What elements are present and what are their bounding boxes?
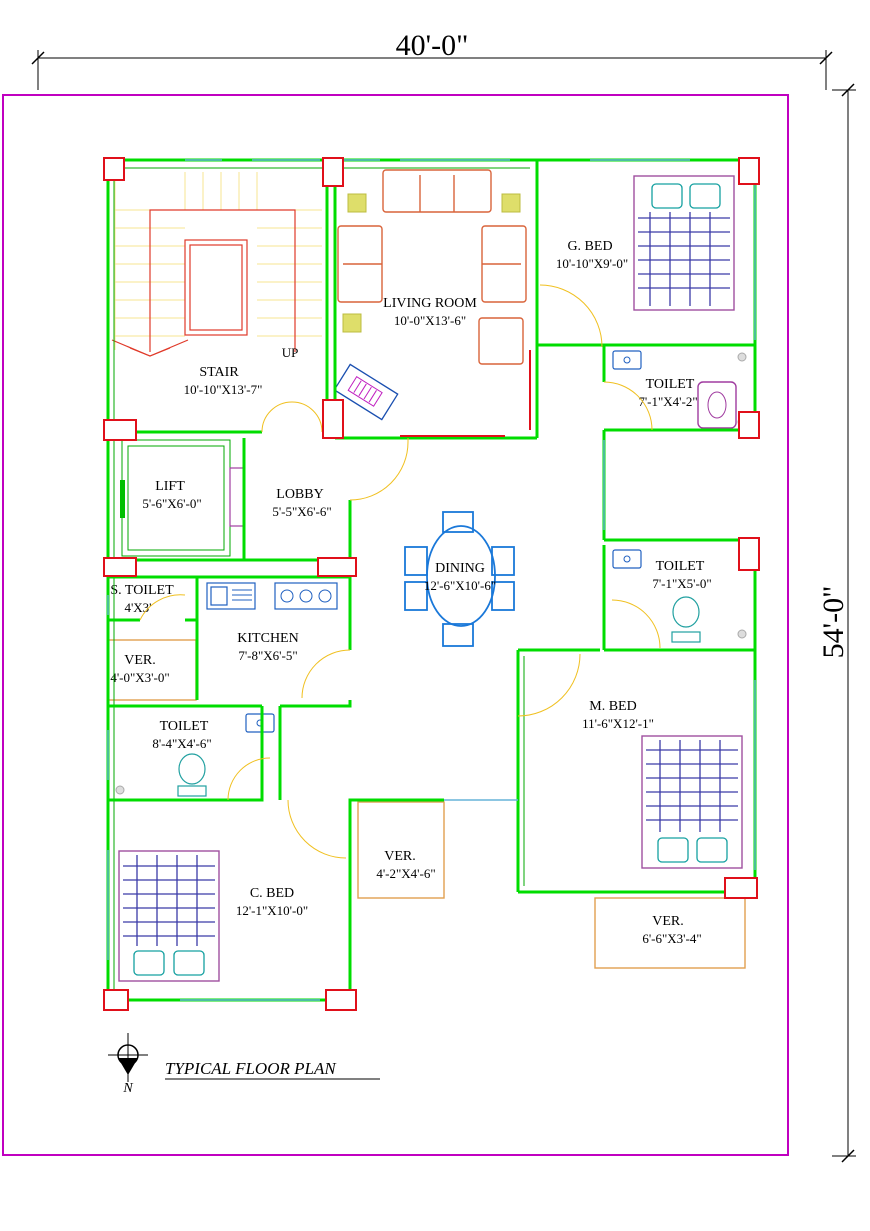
- toilet-child-dim: 8'-4"X4'-6": [152, 736, 211, 751]
- lift-label: LIFT: [155, 479, 185, 494]
- north-label: N: [122, 1081, 133, 1096]
- master-bedroom-dim: 11'-6"X12'-1": [582, 716, 654, 731]
- kitchen-label: KITCHEN: [237, 631, 298, 646]
- toilet-master: TOILET 7'-1"X5'-0": [612, 549, 747, 643]
- toilet-child-label: TOILET: [160, 719, 209, 734]
- guest-bedroom-dim: 10'-10"X9'-0": [556, 256, 628, 271]
- living-room-label: LIVING ROOM: [383, 296, 477, 311]
- living-room-furniture: LIVING ROOM 10'-0"X13'-6": [333, 169, 527, 421]
- dining-area: DINING 12'-6"X10'-6": [404, 511, 515, 647]
- toilet-guest: TOILET 7'-1"X4'-2": [612, 350, 747, 429]
- toilet-master-dim: 7'-1"X5'-0": [652, 576, 711, 591]
- verandah-kitchen: VER. 4'-0"X3'-0": [107, 639, 197, 701]
- toilet-guest-dim: 7'-1"X4'-2": [638, 394, 697, 409]
- verandah-kitchen-label: VER.: [124, 653, 156, 668]
- master-bedroom-label: M. BED: [589, 699, 636, 714]
- verandah-master-dim: 6'-6"X3'-4": [642, 931, 701, 946]
- guest-bedroom: G. BED 10'-10"X9'-0": [556, 175, 735, 311]
- living-room-dim: 10'-0"X13'-6": [394, 313, 466, 328]
- toilet-master-label: TOILET: [656, 559, 705, 574]
- north-arrow: N: [108, 1033, 148, 1096]
- child-bedroom-label: C. BED: [250, 886, 294, 901]
- depth-dimension: 54'-0": [817, 83, 856, 1163]
- lobby-dim: 5'-5"X6'-6": [272, 504, 331, 519]
- plan-title-text: TYPICAL FLOOR PLAN: [165, 1059, 337, 1078]
- plan-title: TYPICAL FLOOR PLAN: [165, 1059, 380, 1080]
- depth-dimension-label: 54'-0": [817, 586, 850, 659]
- width-dimension: 40'-0": [31, 29, 833, 90]
- lobby-label: LOBBY: [276, 487, 323, 502]
- dining-label: DINING: [435, 561, 485, 576]
- verandah-child-label: VER.: [384, 849, 416, 864]
- master-bedroom: M. BED 11'-6"X12'-1": [582, 699, 743, 869]
- kitchen-dim: 7'-8"X6'-5": [238, 648, 297, 663]
- sheet-border: [2, 94, 789, 1156]
- kitchen: KITCHEN 7'-8"X6'-5": [206, 582, 338, 663]
- width-dimension-label: 40'-0": [396, 29, 469, 62]
- verandah-master-label: VER.: [652, 914, 684, 929]
- lift-shaft: LIFT 5'-6"X6'-0": [120, 439, 245, 557]
- servant-toilet-label: S. TOILET: [110, 583, 174, 598]
- verandah-child-dim: 4'-2"X4'-6": [376, 866, 435, 881]
- verandah-child: VER. 4'-2"X4'-6": [357, 801, 445, 899]
- door-swings: [139, 284, 661, 859]
- guest-bedroom-label: G. BED: [567, 239, 612, 254]
- dining-dim: 12'-6"X10'-6": [424, 578, 496, 593]
- child-bedroom: C. BED 12'-1"X10'-0": [118, 850, 308, 982]
- lobby: LOBBY 5'-5"X6'-6": [272, 487, 331, 519]
- child-bedroom-dim: 12'-1"X10'-0": [236, 903, 308, 918]
- toilet-child: TOILET 8'-4"X4'-6": [115, 713, 275, 797]
- stair-up-label: UP: [282, 345, 299, 360]
- stair-label: STAIR: [199, 365, 239, 380]
- toilet-guest-label: TOILET: [646, 377, 695, 392]
- lift-dim: 5'-6"X6'-0": [142, 496, 201, 511]
- stair-area: STAIR 10'-10"X13'-7" UP: [111, 170, 322, 397]
- servant-toilet-dim: 4'X3': [124, 600, 151, 615]
- verandah-kitchen-dim: 4'-0"X3'-0": [110, 670, 169, 685]
- columns: [103, 157, 760, 1011]
- servant-toilet: S. TOILET 4'X3': [110, 583, 174, 615]
- stair-dim: 10'-10"X13'-7": [184, 382, 263, 397]
- verandah-master: VER. 6'-6"X3'-4": [594, 897, 746, 969]
